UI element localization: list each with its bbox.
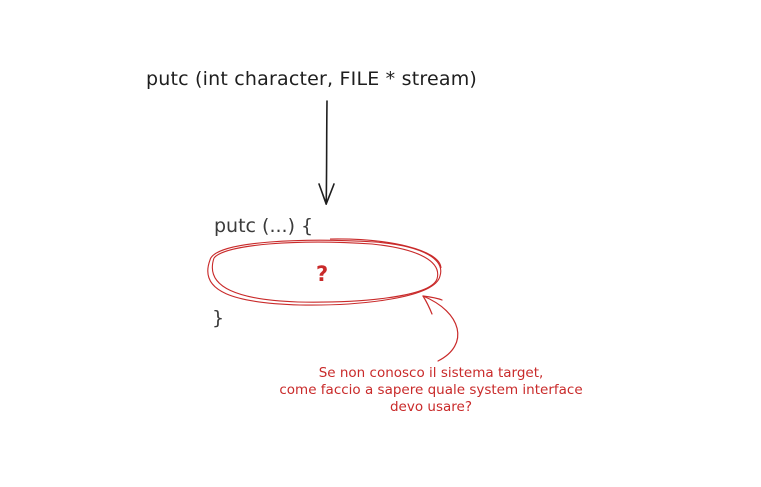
function-signature: putc (int character, FILE * stream) bbox=[146, 68, 478, 90]
function-body-open: putc (...) { bbox=[214, 215, 314, 237]
annotation-line-3: devo usare? bbox=[389, 399, 472, 415]
unknown-implementation-mark: ? bbox=[316, 262, 329, 286]
arrow-head-left bbox=[318, 183, 327, 205]
function-body-close: } bbox=[212, 307, 225, 329]
annotation-arrow-head-a bbox=[422, 295, 433, 315]
arrow-head-right bbox=[325, 183, 335, 205]
down-arrow-icon bbox=[318, 100, 335, 205]
annotation-arrow-icon bbox=[422, 295, 459, 362]
annotation-line-1: Se non conosco il sistema target, bbox=[318, 365, 544, 381]
annotation-note: Se non conosco il sistema target, come f… bbox=[266, 365, 596, 416]
placeholder-ellipse bbox=[207, 238, 442, 306]
arrow-shaft bbox=[325, 100, 328, 205]
annotation-arrow-shaft bbox=[422, 295, 459, 362]
annotation-line-2: come faccio a sapere quale system interf… bbox=[279, 382, 583, 398]
annotation-arrow-head-b bbox=[422, 295, 443, 301]
